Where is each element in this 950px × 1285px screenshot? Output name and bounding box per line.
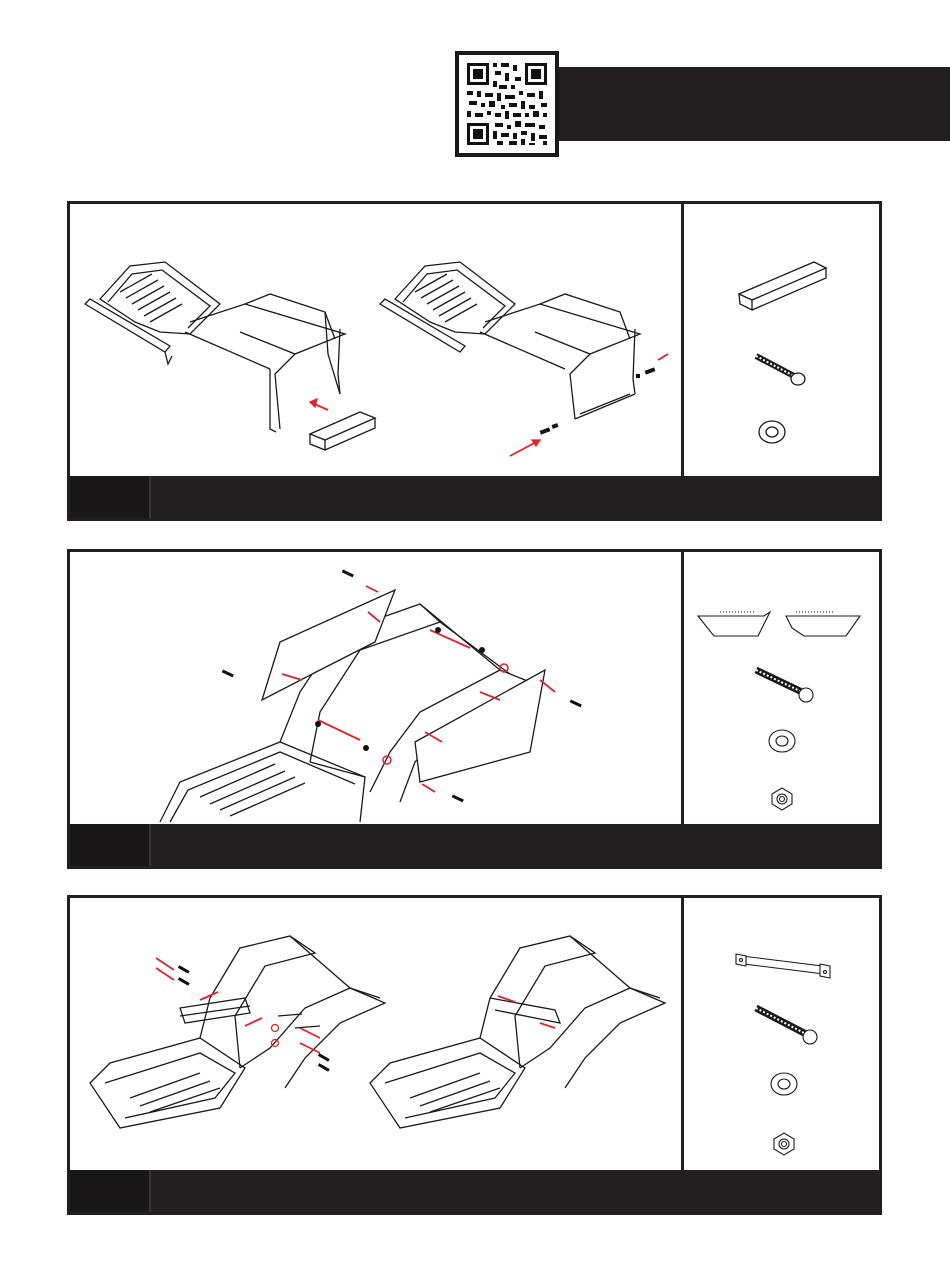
frame-illustration-right: [380, 262, 640, 419]
loose-block: [310, 412, 375, 450]
step-2-panel: [67, 549, 882, 869]
step-2-number: [70, 824, 151, 866]
step-3-number: [70, 1170, 151, 1212]
washer-part: [771, 1073, 797, 1095]
qr-code: [455, 51, 559, 157]
step-1-illustration: [70, 204, 681, 476]
frame-illustration-left: [90, 936, 385, 1128]
step-2-footer: [70, 824, 879, 866]
side-plates-part: [698, 612, 860, 636]
lock-nut-part: [774, 1133, 794, 1155]
step-1-parts: [684, 204, 879, 476]
step-2-illustration: [70, 552, 681, 824]
long-bolt-part: [756, 1008, 817, 1044]
header-bar: [559, 67, 950, 141]
crossbar-block-part: [739, 262, 826, 310]
washer-part: [769, 730, 795, 752]
step-3-panel: [67, 895, 882, 1215]
step-1-number: [70, 476, 151, 518]
step-3-parts: [684, 898, 879, 1170]
long-bolt-part: [756, 670, 813, 702]
qr-code-graphic: [459, 55, 555, 153]
frame-illustration-right: [370, 936, 665, 1128]
frame-illustration-left: [85, 262, 345, 432]
step-3-footer: [70, 1170, 879, 1212]
bolt-part: [756, 356, 805, 385]
step-1-panel: [67, 201, 882, 521]
step-1-footer: [70, 476, 879, 518]
side-plate-right: [415, 670, 545, 782]
step-3-illustration: [70, 898, 681, 1170]
support-bar-part: [736, 954, 830, 978]
washer-part: [759, 421, 785, 443]
lock-nut-part: [772, 788, 792, 810]
step-2-parts: [684, 552, 879, 824]
